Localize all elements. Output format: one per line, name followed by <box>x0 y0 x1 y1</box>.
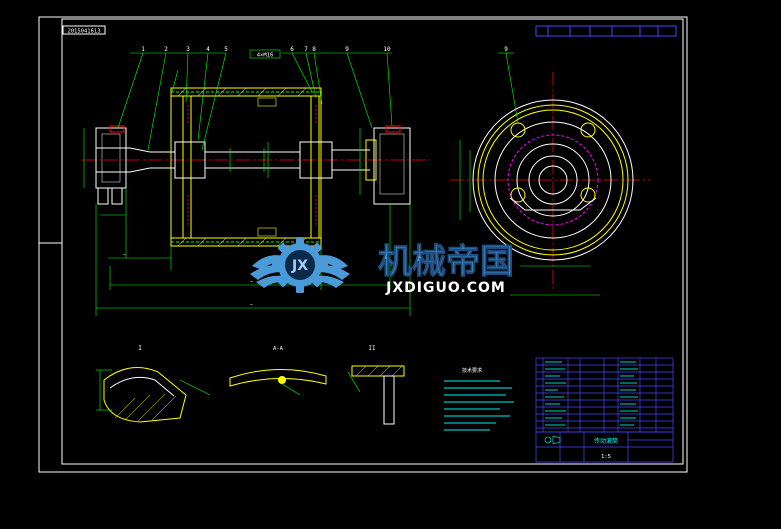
sheet-outer-border <box>38 16 688 473</box>
detail-views: I A-A II <box>96 345 405 425</box>
watermark-en: JXDIGUO.COM <box>385 280 506 296</box>
part-number-8: 8 <box>312 46 316 53</box>
revision-box <box>535 25 677 37</box>
main-view: 4×M16 1 2 3 4 5 6 7 8 9 10 <box>82 46 430 316</box>
sheet-inner-border <box>61 18 684 465</box>
gear-icon: JX <box>272 237 328 293</box>
wing-icon <box>250 255 350 288</box>
tech-requirements: 技术要求 <box>444 367 514 431</box>
section-label-aa: A-A <box>273 346 284 352</box>
tech-requirements-title: 技术要求 <box>462 367 482 374</box>
part-number-5: 5 <box>224 46 228 53</box>
parts-list-text <box>545 361 638 426</box>
watermark-logo: JX 机械帝国 JXDIGUO.COM <box>250 237 514 296</box>
svg-text:~: ~ <box>250 280 253 285</box>
svg-text:JX: JX <box>291 258 308 274</box>
svg-text:~: ~ <box>123 253 126 258</box>
title-block <box>535 431 674 463</box>
part-number-3: 3 <box>186 46 190 53</box>
title-block-scale: 1:5 <box>601 454 611 460</box>
section-label-i: I <box>138 345 142 352</box>
parts-list <box>535 357 674 433</box>
part-number-7: 7 <box>304 46 308 53</box>
part-number-6: 6 <box>290 46 294 53</box>
projection-symbol-icon <box>544 435 561 445</box>
drawing-number-box: 2015041613 <box>62 25 106 35</box>
part-number-9: 9 <box>345 46 349 53</box>
section-label-ii: II <box>368 345 376 352</box>
watermark-cn: 机械帝国 <box>378 242 514 282</box>
drawing-number: 2015041613 <box>67 29 100 35</box>
part-number-10: 10 <box>383 46 391 53</box>
part-number-1: 1 <box>141 46 145 53</box>
part-number-side: 9 <box>504 46 508 53</box>
svg-text:~: ~ <box>250 303 253 308</box>
part-number-2: 2 <box>164 46 168 53</box>
side-view: 9 <box>450 46 650 296</box>
title-block-name: 传动滚筒 <box>594 437 618 445</box>
part-number-4: 4 <box>206 46 210 53</box>
bolt-callout: 4×M16 <box>257 53 274 59</box>
